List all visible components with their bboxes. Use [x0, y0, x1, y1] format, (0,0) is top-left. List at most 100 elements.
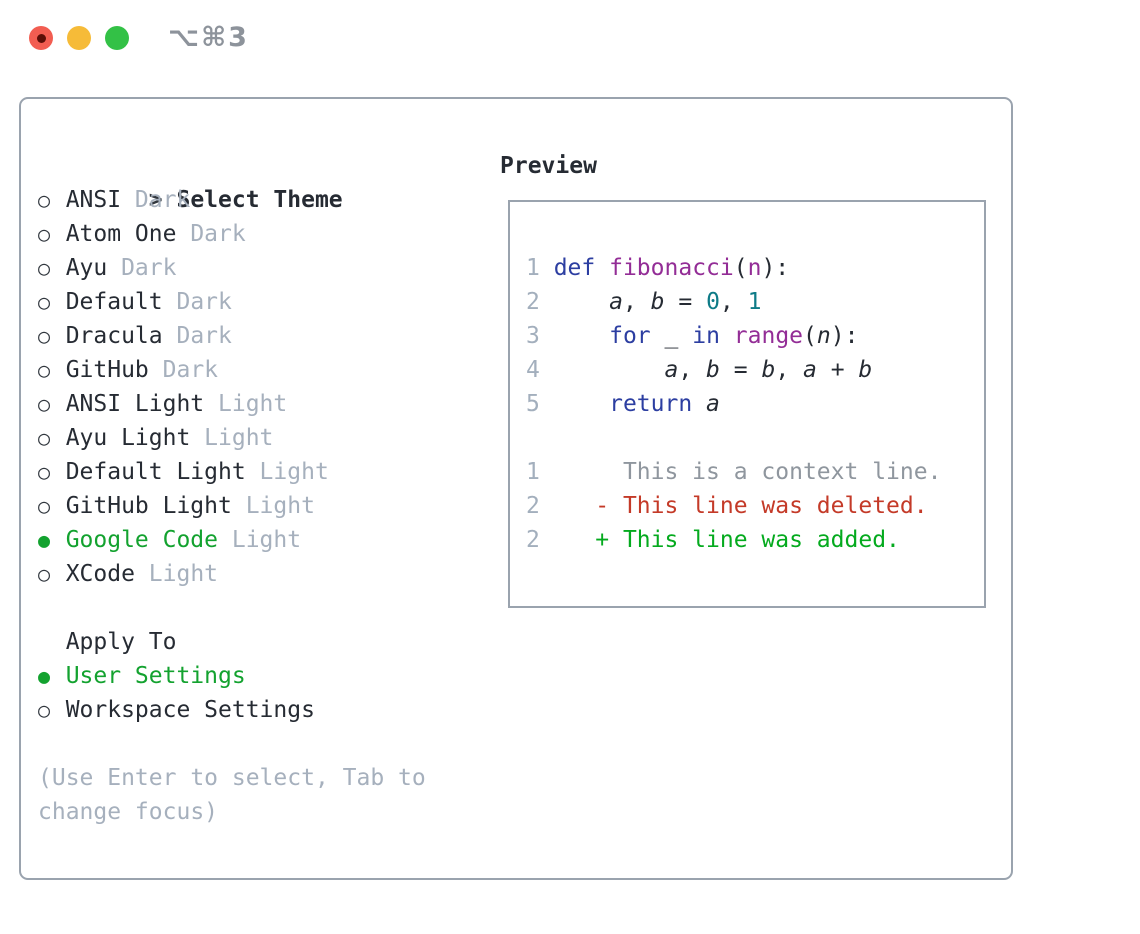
code-token: b: [858, 357, 873, 383]
code-token: def: [553, 255, 596, 281]
line-number: 4: [526, 357, 554, 383]
code-token: a: [664, 357, 679, 383]
apply-option-label: User Settings: [65, 663, 246, 689]
window-shortcut-label: ⌥⌘3: [168, 22, 249, 53]
line-number: 1: [526, 459, 540, 485]
code-token: return: [609, 391, 693, 417]
theme-option-ayu-light[interactable]: ○Ayu Light Light: [38, 421, 426, 455]
code-token: (: [733, 255, 748, 281]
line-number: 2: [526, 527, 540, 553]
radio-icon: ○: [38, 324, 51, 348]
code-token: a: [609, 289, 623, 315]
radio-icon: ○: [38, 358, 51, 382]
code-token: ):: [761, 255, 790, 281]
code-token: [554, 289, 609, 315]
theme-variant: Dark: [107, 255, 177, 281]
code-token: =: [664, 289, 707, 315]
code-token: range: [733, 323, 804, 349]
code-token: a: [803, 357, 817, 383]
code-token: 1: [747, 289, 762, 315]
apply-to-options: ●User Settings ○ Workspace Settings: [38, 659, 426, 727]
code-line: 1 def fibonacci(n):: [526, 251, 941, 285]
code-line: 3 for _ in range(n):: [526, 319, 941, 353]
theme-option-ayu[interactable]: ○ Ayu Dark: [38, 251, 426, 285]
apply-to-header: Apply To: [65, 629, 177, 655]
radio-icon: ○: [38, 698, 51, 722]
close-button-dot: [36, 33, 46, 43]
code-token: n: [747, 255, 762, 281]
code-line: 5 return a: [526, 387, 941, 421]
code-token: a: [706, 391, 720, 417]
code-token: [678, 323, 692, 349]
theme-name: GitHub Light: [65, 493, 232, 519]
theme-name: ANSI: [65, 187, 122, 213]
code-token: [554, 391, 609, 417]
code-token: [554, 357, 665, 383]
theme-option-github[interactable]: ○ GitHub Dark: [38, 353, 426, 387]
theme-list-column: >Select Theme ○ANSI Dark○Atom One Dark○A…: [38, 149, 426, 829]
theme-name: Google Code: [65, 527, 219, 553]
line-number: 2: [526, 289, 554, 315]
theme-name: GitHub: [65, 357, 149, 383]
code-token: b: [706, 357, 720, 383]
apply-option-workspace-settings[interactable]: ○ Workspace Settings: [38, 693, 426, 727]
theme-variant: Light: [190, 425, 274, 451]
preview-pane: 1 def fibonacci(n): 2 a, b = 0, 1 3 for _ …: [508, 200, 986, 608]
code-token: ,: [622, 289, 651, 315]
theme-option-ansi[interactable]: ○ANSI Dark: [38, 183, 426, 217]
code-token: n: [816, 323, 831, 349]
apply-option-user-settings[interactable]: ●User Settings: [38, 659, 426, 693]
theme-name: XCode: [65, 561, 135, 587]
code-token: ,: [775, 357, 804, 383]
radio-icon: ○: [38, 562, 51, 586]
theme-option-github-light[interactable]: ○GitHub Light Light: [38, 489, 426, 523]
preview-title: Preview: [500, 153, 597, 179]
theme-option-atom-one[interactable]: ○Atom One Dark: [38, 217, 426, 251]
diff-line-deleted: 2 - This line was deleted.: [526, 489, 941, 523]
radio-icon: ○: [38, 392, 51, 416]
help-text-line-2: change focus): [38, 799, 219, 825]
radio-icon: ○: [38, 494, 51, 518]
theme-option-xcode[interactable]: ○XCode Light: [38, 557, 426, 591]
focus-caret-icon: >: [148, 187, 163, 213]
code-token: in: [692, 323, 720, 349]
theme-name: Ayu: [65, 255, 108, 281]
code-token: =: [719, 357, 762, 383]
theme-name: Atom One: [65, 221, 177, 247]
radio-icon: ○: [38, 188, 51, 212]
diff-text: This is a context line.: [539, 459, 942, 485]
theme-option-dracula[interactable]: ○ Dracula Dark: [38, 319, 426, 353]
theme-option-ansi-light[interactable]: ○ANSI Light Light: [38, 387, 426, 421]
code-token: _: [664, 323, 679, 349]
theme-name: ANSI Light: [65, 391, 205, 417]
code-token: 0: [706, 289, 720, 315]
theme-name: Dracula: [65, 323, 163, 349]
theme-option-google-code[interactable]: ●Google Code Light: [38, 523, 426, 557]
code-preview: 1 def fibonacci(n): 2 a, b = 0, 1 3 for _ …: [526, 251, 941, 557]
select-theme-header-label: Select Theme: [176, 187, 343, 213]
code-token: for: [609, 323, 651, 349]
theme-option-default[interactable]: ○Default Dark: [38, 285, 426, 319]
code-token: [595, 255, 609, 281]
help-text-line-1: (Use Enter to select, Tab to: [38, 765, 426, 791]
zoom-button[interactable]: [105, 26, 129, 50]
radio-icon: ○: [38, 256, 51, 280]
minimize-button[interactable]: [67, 26, 91, 50]
theme-option-default-light[interactable]: ○Default Light Light: [38, 455, 426, 489]
code-token: [651, 323, 665, 349]
diff-line-context: 1 This is a context line.: [526, 455, 941, 489]
select-theme-header: > Select Theme: [38, 149, 426, 213]
gap: [38, 727, 426, 761]
close-button[interactable]: [29, 26, 53, 50]
apply-option-label: Workspace Settings: [65, 697, 315, 723]
diff-line-added: 2 + This line was added.: [526, 523, 941, 557]
line-number: 1: [526, 255, 554, 281]
theme-variant: Dark: [148, 357, 219, 383]
code-token: [554, 323, 609, 349]
theme-variant: Dark: [176, 221, 246, 247]
theme-name: Ayu Light: [65, 425, 191, 451]
theme-variant: Dark: [162, 323, 232, 349]
radio-selected-icon: ●: [38, 528, 51, 552]
titlebar: ⌥⌘3: [0, 0, 1140, 80]
